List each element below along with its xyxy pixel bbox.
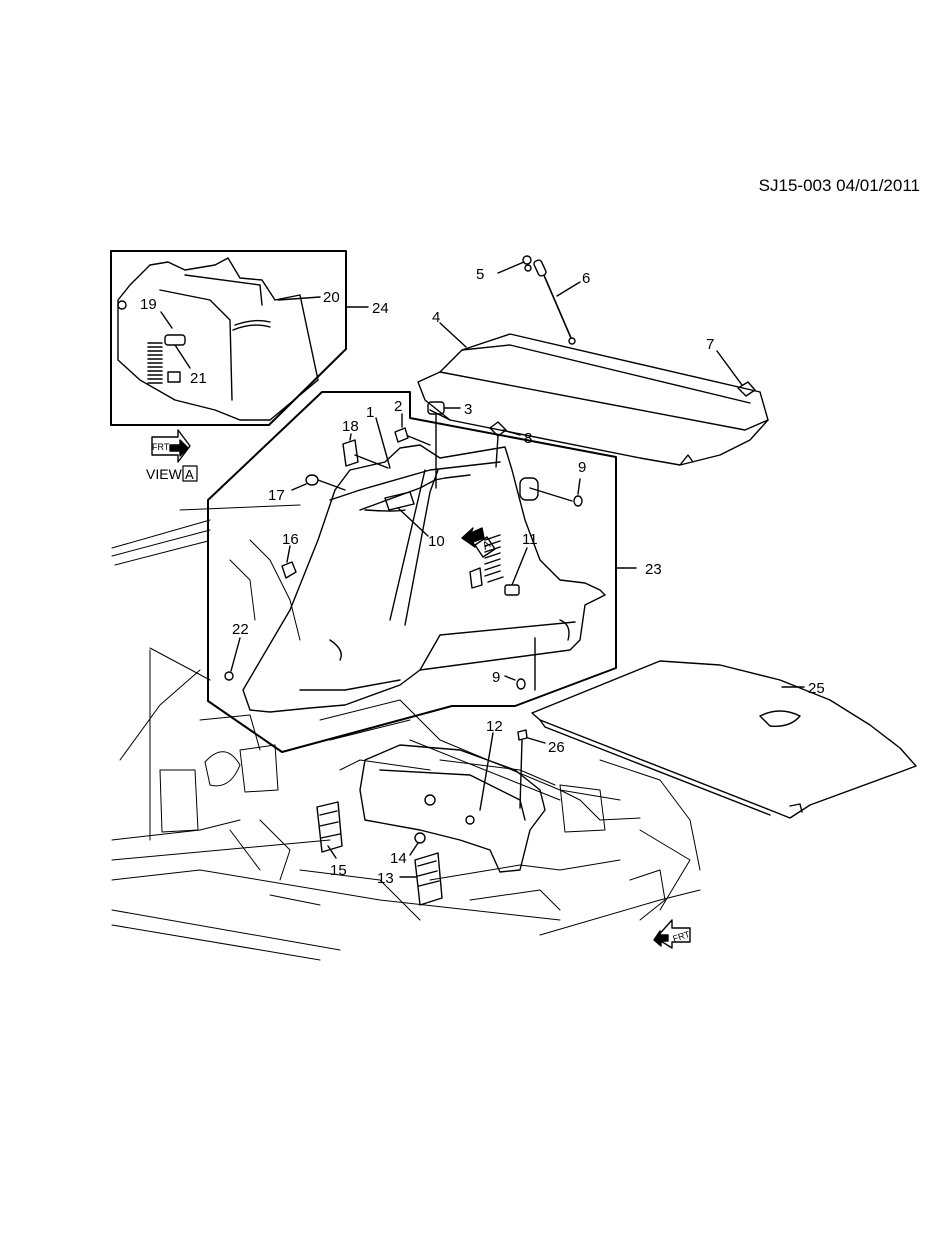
- callout-2: 2: [394, 398, 402, 415]
- view-a-label: VIEW A: [146, 465, 198, 482]
- callout-24: 24: [372, 300, 389, 317]
- callout-19: 19: [140, 296, 157, 313]
- callout-16: 16: [282, 531, 299, 548]
- callout-21: 21: [190, 370, 207, 387]
- callout-10: 10: [428, 533, 445, 550]
- callout-9-upper: 9: [578, 459, 586, 476]
- clip-16: [281, 545, 297, 579]
- callout-3: 3: [464, 401, 472, 418]
- front-arrow-inset: [151, 429, 191, 463]
- callout-5: 5: [476, 266, 484, 283]
- callout-22: 22: [232, 621, 249, 638]
- front-arrow-labels: FRT FRT: [152, 442, 692, 944]
- callout-labels: 1 2 3 4 5 6 7 8 9 9 10 11 12 13 14 15 16…: [140, 266, 825, 887]
- view-letter-text: A: [185, 467, 194, 482]
- callout-11: 11: [522, 531, 538, 548]
- clip-26: [517, 729, 546, 809]
- document-code: SJ15-003 04/01/2011: [758, 176, 920, 195]
- cargo-cover: [417, 333, 769, 466]
- callout-7: 7: [706, 336, 714, 353]
- view-label-text: VIEW: [146, 466, 183, 482]
- callout-8: 8: [524, 430, 532, 447]
- support-rod: [533, 259, 576, 345]
- push-pin-14: [409, 832, 426, 856]
- fastener-22: [224, 637, 241, 681]
- block-13: [399, 852, 443, 906]
- callout-20: 20: [323, 289, 340, 306]
- floor-panel-12: [359, 732, 546, 873]
- trim-panel-frame: [207, 391, 637, 753]
- clip-7: [716, 350, 756, 397]
- leader-10: [397, 507, 429, 537]
- callout-18: 18: [342, 418, 359, 435]
- callout-17: 17: [268, 487, 285, 504]
- callout-13: 13: [377, 870, 394, 887]
- inset-outlet: [167, 371, 181, 383]
- plug-9-upper: [529, 478, 583, 507]
- callout-12: 12: [486, 718, 503, 735]
- callout-4: 4: [432, 309, 440, 326]
- callout-6: 6: [582, 270, 590, 287]
- front-arrow-bottom: [653, 919, 691, 949]
- quarter-trim-panel: [242, 444, 606, 713]
- cargo-floor-mat: [531, 660, 917, 819]
- bracket-18: [342, 433, 389, 469]
- callout-14: 14: [390, 850, 407, 867]
- fastener-5: [497, 255, 532, 274]
- hinge-8: [489, 421, 521, 468]
- panel-vent-grille: [484, 534, 504, 583]
- plug-9-lower: [504, 637, 536, 691]
- leader-11: [511, 547, 528, 586]
- grommet-17: [291, 474, 346, 491]
- leader-4: [439, 322, 467, 348]
- leader-1: [375, 417, 391, 469]
- callout-1: 1: [366, 404, 374, 421]
- callout-23: 23: [645, 561, 662, 578]
- callout-26: 26: [548, 739, 565, 756]
- front-arrow-text-inset: FRT: [152, 442, 170, 452]
- block-15: [316, 801, 343, 859]
- callout-25: 25: [808, 680, 825, 697]
- bolt-2: [394, 413, 431, 446]
- callout-9-lower: 9: [492, 669, 500, 686]
- leader-6: [556, 281, 581, 297]
- view-a-arrow: A: [461, 527, 496, 558]
- vehicle-body-structure: [111, 504, 701, 961]
- inset-vent-grille: [147, 342, 163, 384]
- callout-15: 15: [330, 862, 347, 879]
- inset-handle: [164, 334, 186, 346]
- inset-view-box: [110, 250, 369, 426]
